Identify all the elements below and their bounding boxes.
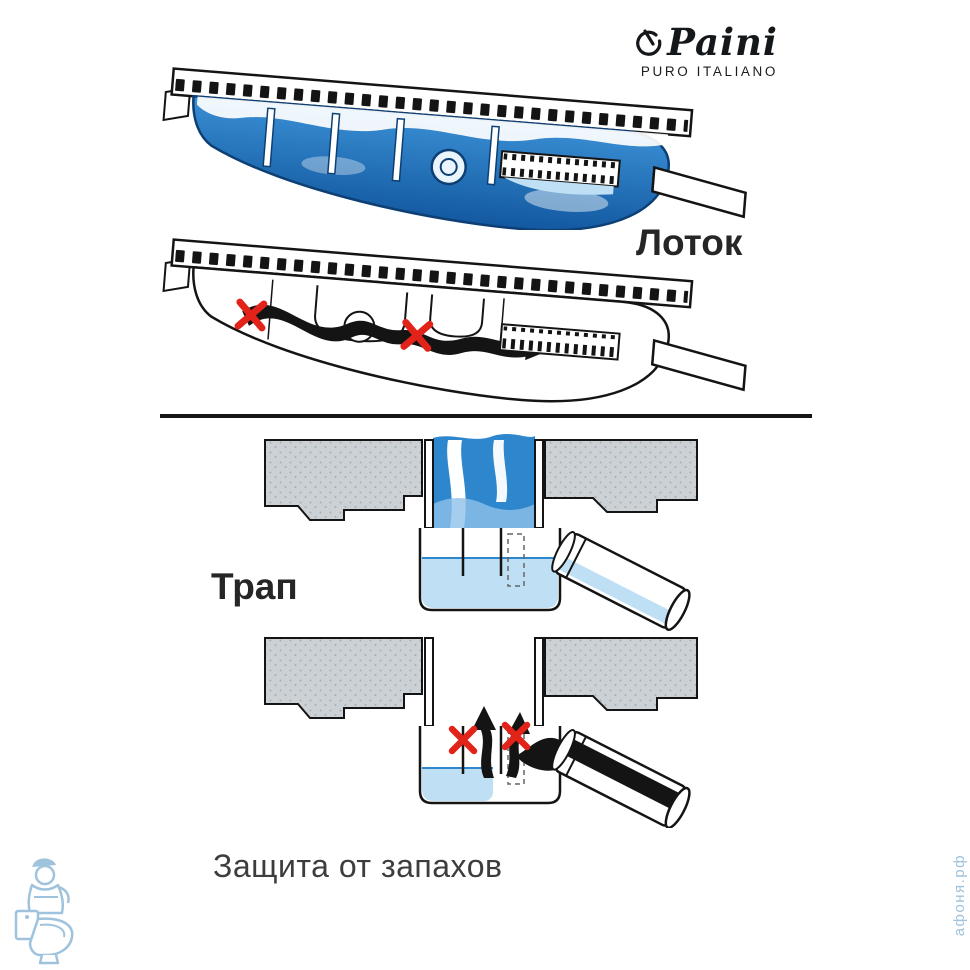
outlet-spout — [651, 165, 747, 219]
channel-drain-water-illustration — [162, 67, 747, 230]
floor-slab-left — [264, 637, 423, 719]
hidden-outline-dashed — [507, 731, 525, 785]
throat-wall-left — [424, 637, 434, 727]
throat-wall-right — [534, 439, 544, 529]
water-seal — [422, 558, 558, 608]
floor-slab-right — [544, 439, 698, 513]
channel-label: Лоток — [636, 222, 743, 263]
red-x-left-icon — [234, 298, 268, 332]
throat-water — [433, 434, 535, 528]
pipe-gas — [563, 738, 683, 811]
pipe-water — [557, 556, 675, 626]
fine-grate-insert — [498, 323, 621, 361]
outlet-spout — [650, 338, 747, 392]
red-x-right-icon — [501, 721, 531, 751]
brand-block: Paini PURO ITALIANO — [596, 24, 778, 79]
brand-name: Paini — [667, 20, 778, 64]
residual-water — [422, 768, 493, 801]
channel-drain-odor-illustration — [162, 238, 747, 403]
channel-support-ribs — [262, 107, 500, 186]
floor-trap-odor-illustration — [264, 637, 698, 828]
fine-grate-insert — [498, 150, 621, 195]
brand-tagline: PURO ITALIANO — [640, 64, 778, 79]
red-x-right-icon — [400, 318, 434, 352]
trap-body — [418, 528, 562, 612]
section-divider — [160, 414, 812, 418]
red-x-left-icon — [448, 725, 478, 755]
outlet-pipe — [551, 531, 691, 632]
hidden-outline-dashed — [507, 533, 525, 587]
brand-row: Paini — [596, 24, 778, 61]
paini-logo-mark-icon — [636, 28, 662, 56]
floor-slab-right — [544, 637, 698, 711]
drain-hole — [430, 148, 467, 186]
outlet-pipe — [551, 729, 691, 828]
plumber-watermark-icon — [14, 858, 74, 965]
caption-text: Защита от запахов — [213, 848, 503, 884]
throat-wall-right — [534, 637, 544, 727]
channel-grate — [170, 238, 694, 309]
sewer-gas-flow — [472, 706, 560, 778]
throat-wall-left — [424, 439, 434, 529]
floor-slab-left — [264, 439, 423, 521]
floor-trap-water-illustration — [264, 434, 698, 632]
trap-label: Трап — [211, 566, 298, 607]
site-watermark: афоня.рф — [951, 853, 968, 936]
